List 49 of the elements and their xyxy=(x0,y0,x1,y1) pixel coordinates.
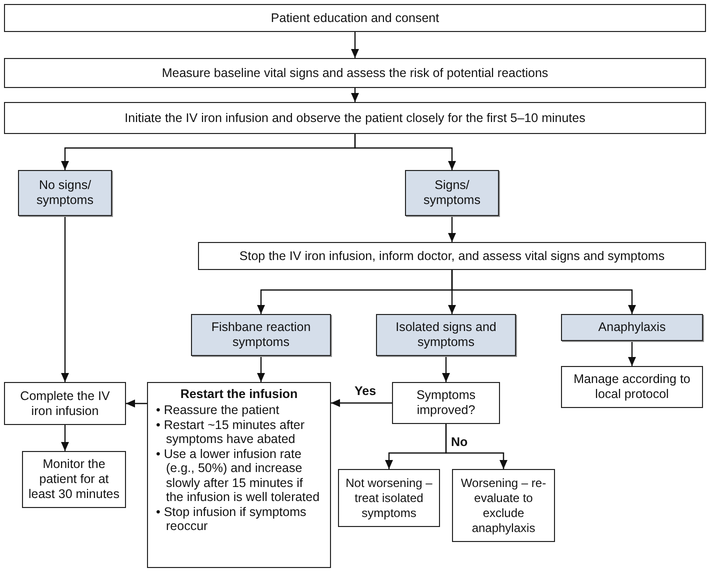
category-box xyxy=(18,170,112,216)
arrow xyxy=(126,400,147,408)
category-box xyxy=(376,314,516,356)
arrow xyxy=(61,425,69,451)
box-text: Signs/ symptoms xyxy=(422,178,482,208)
box-text: Worsening – re-evaluate to exclude anaphylaxis xyxy=(460,476,548,536)
instruction-box xyxy=(147,382,331,568)
box-heading: Restart the infusion xyxy=(180,387,298,402)
category-box xyxy=(191,314,331,356)
arrow xyxy=(448,216,456,242)
process-box xyxy=(4,58,706,88)
arrow xyxy=(331,399,392,407)
process-box xyxy=(4,102,706,134)
bullet-item: • Stop infusion if symptoms reoccur xyxy=(156,504,308,534)
arrow xyxy=(351,32,359,58)
process-box xyxy=(198,242,706,270)
box-text: No signs/ symptoms xyxy=(36,178,94,208)
box-text: Measure baseline vital signs and assess the risk of potential reactions xyxy=(162,66,548,80)
process-box xyxy=(4,4,706,32)
process-box xyxy=(452,469,555,542)
process-box xyxy=(4,382,126,425)
category-box xyxy=(405,170,499,216)
arrow xyxy=(445,424,508,469)
box-text: Patient education and consent xyxy=(270,10,440,26)
box-text: Initiate the IV iron infusion and observe the patient closely for the first 5–10 minutes xyxy=(124,110,586,126)
category-box xyxy=(561,314,703,341)
box-text: Anaphylaxis xyxy=(598,320,666,335)
arrow xyxy=(351,88,359,102)
process-box xyxy=(22,451,126,508)
arrow xyxy=(257,356,265,382)
box-text: Stop the IV iron infusion, inform doctor, and assess vital signs and symptoms xyxy=(239,248,665,264)
box-text: Not worsening – treat isolated symptoms xyxy=(344,476,434,520)
arrow xyxy=(451,270,636,314)
box-text: Symptoms improved? xyxy=(415,388,477,418)
bullet-item: • Restart ~15 minutes after symptoms have abated xyxy=(156,418,306,446)
box-text: Complete the IV iron infusion xyxy=(19,388,111,418)
arrow xyxy=(628,341,636,366)
box-text: Fishbane reaction symptoms xyxy=(210,320,312,350)
process-box xyxy=(561,366,703,408)
arrow xyxy=(61,216,69,382)
arrow xyxy=(354,134,456,170)
arrow xyxy=(442,356,450,382)
bullet-item: • Use a lower infusion rate (e.g., 50%) and increase slowly after 15 minutes if the infusion is well tolerated xyxy=(156,446,321,504)
bullet-item: • Reassure the patient xyxy=(156,403,280,418)
process-box xyxy=(392,382,500,424)
box-text: Isolated signs and symptoms xyxy=(394,320,498,350)
box-text: Manage according to local protocol xyxy=(572,372,692,402)
box-text: Monitor the patient for at least 30 minutes xyxy=(27,457,121,502)
process-box xyxy=(338,469,440,527)
